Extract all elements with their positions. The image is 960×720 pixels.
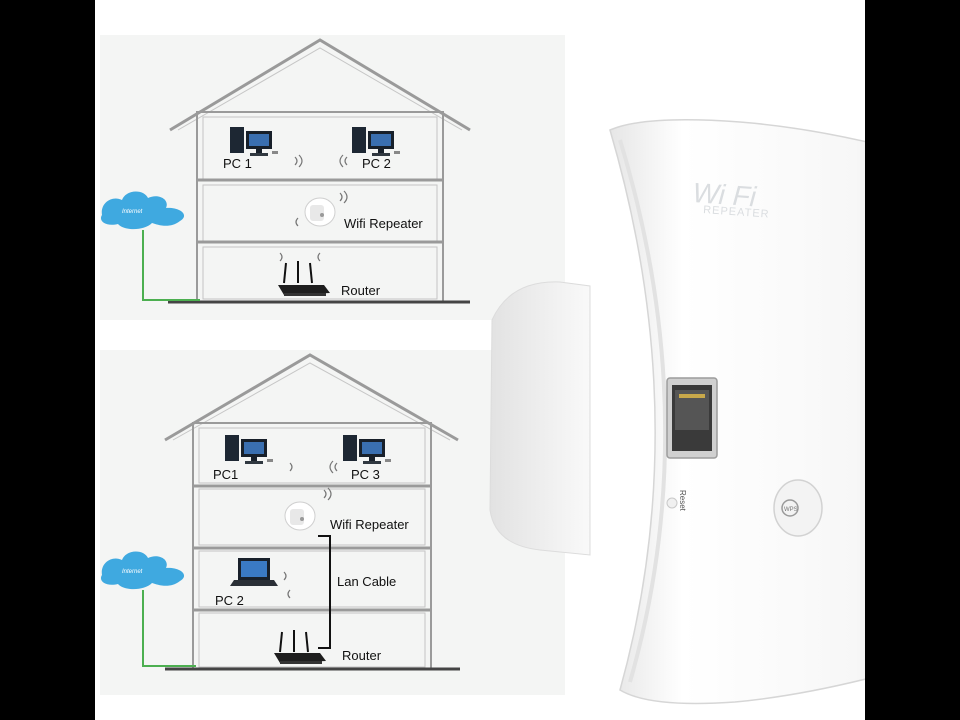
lan-cable xyxy=(318,535,331,649)
product-image: Internet PC 1 PC 2 xyxy=(95,0,865,720)
wifi-repeater-device: Wi Fi REPEATER Reset WPS ⏻ xyxy=(480,110,865,710)
router-icon xyxy=(278,261,330,296)
repeater-icon xyxy=(304,197,336,227)
wps-label: WPS xyxy=(784,507,798,513)
wifi-signal-icon xyxy=(295,190,348,227)
reset-button[interactable] xyxy=(666,497,678,509)
wps-button[interactable]: WPS xyxy=(773,479,823,537)
house-diagram-top: Internet PC 1 PC 2 xyxy=(100,38,471,304)
label-pc-a: PC1 xyxy=(213,467,238,482)
diagram-wireless: Internet PC 1 PC 2 xyxy=(100,35,565,320)
diagram-wired: Internet PC1 PC 3 xyxy=(100,350,565,695)
label-router: Router xyxy=(341,283,381,298)
brand-subtitle: REPEATER xyxy=(703,204,770,221)
brand-logo: Wi Fi xyxy=(692,177,758,212)
pc-icon xyxy=(225,435,273,464)
pc-icon xyxy=(352,127,400,156)
label-lan-cable: Lan Cable xyxy=(337,574,396,589)
label-pc-a: PC 1 xyxy=(223,156,252,171)
pc-icon xyxy=(343,435,391,464)
label-repeater: Wifi Repeater xyxy=(330,517,409,532)
plug-block xyxy=(489,281,591,556)
internet-cloud-icon xyxy=(100,191,185,230)
wifi-signal-icon xyxy=(294,154,348,168)
internet-line xyxy=(142,590,196,667)
wifi-signal-icon xyxy=(289,460,338,474)
label-pc-b: PC 2 xyxy=(362,156,391,171)
laptop-icon xyxy=(230,558,278,586)
label-router: Router xyxy=(342,648,382,663)
router-icon xyxy=(274,630,326,664)
label-pc-laptop: PC 2 xyxy=(215,593,244,608)
wifi-signal-icon xyxy=(283,571,291,599)
internet-line xyxy=(142,230,200,301)
internet-cloud-icon xyxy=(100,551,185,590)
roof xyxy=(169,38,471,132)
device-body xyxy=(609,119,865,705)
wifi-signal-icon xyxy=(279,252,321,262)
ethernet-port[interactable] xyxy=(666,377,718,459)
device-illustration: Wi Fi REPEATER Reset WPS ⏻ xyxy=(489,119,865,705)
cloud-label: Internet xyxy=(122,209,143,215)
pc-icon xyxy=(230,127,278,156)
reset-label: Reset xyxy=(678,490,687,512)
repeater-icon xyxy=(284,501,316,531)
wifi-signal-icon xyxy=(323,487,332,501)
label-repeater: Wifi Repeater xyxy=(344,216,423,231)
label-pc-b: PC 3 xyxy=(351,467,380,482)
cloud-label: Internet xyxy=(122,569,143,575)
house-diagram-bottom: Internet PC1 PC 3 xyxy=(100,353,460,671)
